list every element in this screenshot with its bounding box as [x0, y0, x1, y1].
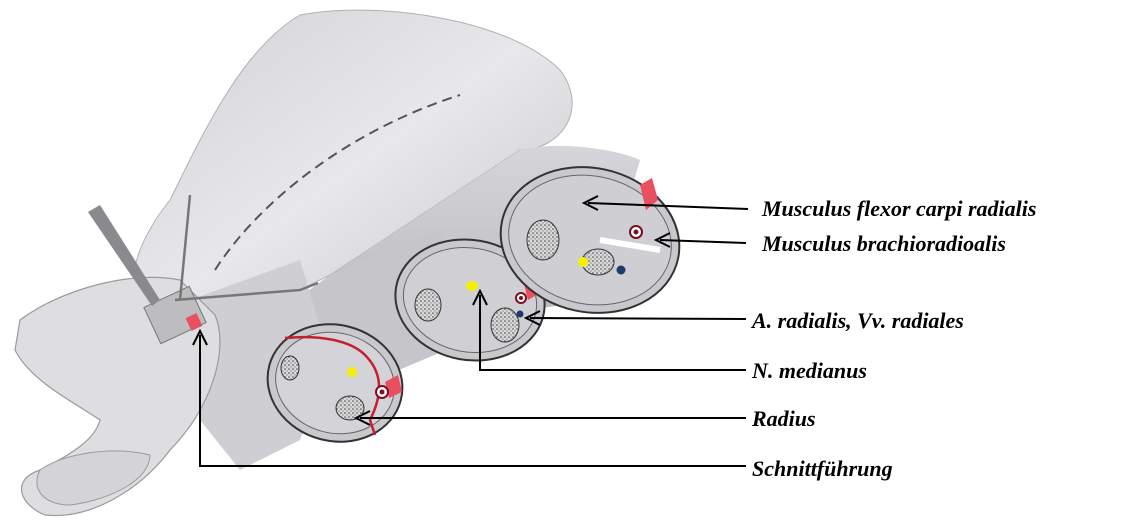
labels: Musculus flexor carpi radialis Musculus … — [750, 196, 1036, 481]
label-radius: Radius — [751, 406, 816, 431]
label-medianus: N. medianus — [751, 358, 867, 383]
label-radialis: A. radialis, Vv. radiales — [750, 308, 964, 333]
nerve-middle — [466, 281, 478, 291]
vein-middle — [517, 311, 524, 318]
nerve-proximal — [578, 257, 588, 267]
vein-proximal — [617, 266, 626, 275]
label-brachio: Musculus brachioradioalis — [761, 231, 1006, 256]
label-flexor: Musculus flexor carpi radialis — [761, 196, 1036, 221]
radius-bone-middle — [491, 308, 519, 342]
label-schnitt: Schnittführung — [752, 456, 893, 481]
arrow-radialis — [530, 318, 746, 319]
nerve-distal — [347, 367, 357, 377]
thumb-shape — [37, 451, 150, 505]
